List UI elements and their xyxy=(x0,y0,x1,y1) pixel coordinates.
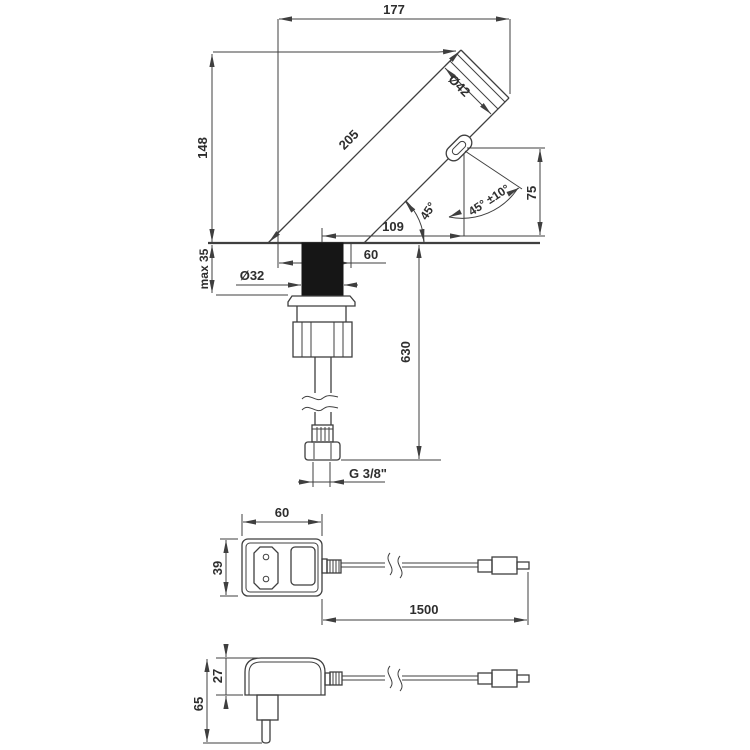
dim-max35-label: max 35 xyxy=(197,248,211,289)
dim-psu-depth: 39 xyxy=(210,538,238,597)
euro-socket-outline xyxy=(253,546,279,590)
psu-total-height-label: 65 xyxy=(191,697,206,711)
plug-base xyxy=(256,694,279,721)
dim-32-label: Ø32 xyxy=(240,268,265,283)
dim-thread: G 3/8" xyxy=(298,462,387,487)
socket-pin-hole xyxy=(262,553,270,561)
plug-tip xyxy=(516,674,530,683)
dim-hose-length: 630 xyxy=(341,245,441,461)
cable-gland xyxy=(321,558,328,574)
dim-177-label: 177 xyxy=(383,2,405,17)
dim-psu-total-height: 65 xyxy=(191,659,262,744)
plug-sleeve xyxy=(477,559,493,573)
psu-depth-label: 39 xyxy=(210,561,225,575)
dim-overall-height: 148 xyxy=(195,49,457,242)
mounting-shaft-assembly xyxy=(287,242,356,461)
dim-148-label: 148 xyxy=(195,137,210,159)
dim-shaft-diameter: Ø32 xyxy=(236,268,358,288)
plug-barrel xyxy=(491,556,518,575)
dim-109-label: 109 xyxy=(382,219,404,234)
break-line xyxy=(397,555,403,579)
psu-width-label: 60 xyxy=(275,505,289,520)
dim-205-label: 205 xyxy=(336,127,362,153)
threaded-shaft xyxy=(301,242,344,297)
dim-60-label: 60 xyxy=(364,247,378,262)
break-line xyxy=(301,395,339,401)
break-line xyxy=(301,406,339,412)
plug-tip xyxy=(516,561,530,570)
base-flange xyxy=(287,295,356,307)
faucet-body: 205 xyxy=(267,49,510,244)
faucet-main-view: 177 148 205 xyxy=(195,2,545,487)
thread-label: G 3/8" xyxy=(349,466,387,481)
psu-body-height-label: 27 xyxy=(210,669,225,683)
cable-length-label: 1500 xyxy=(410,602,439,617)
dim-psu-body-height: 27 xyxy=(210,644,258,709)
dim-deck-thickness: max 35 xyxy=(197,245,288,296)
dim-sensor-height: 75 xyxy=(322,149,545,237)
plug-pin xyxy=(261,719,271,744)
dim-overall-width: 177 xyxy=(277,2,511,268)
dim-body-diameter: Ø42 xyxy=(444,67,492,115)
break-line xyxy=(397,668,403,692)
socket-pin-hole xyxy=(262,575,270,583)
break-line xyxy=(387,552,393,576)
plug-sleeve xyxy=(477,672,493,685)
plug-barrel xyxy=(491,669,518,688)
break-line xyxy=(387,665,393,689)
psu-body-side xyxy=(244,657,326,696)
dim-cable-length: 1500 xyxy=(321,572,529,625)
dim-42-label: Ø42 xyxy=(445,72,473,100)
body-angle-label: 45° xyxy=(417,199,439,222)
dim-630-label: 630 xyxy=(398,341,413,363)
mounting-nut xyxy=(292,321,353,358)
hose-collar xyxy=(311,424,334,443)
power-supply-side-view: 27 65 xyxy=(191,644,530,744)
power-supply-top-view: 60 39 1500 xyxy=(210,505,530,625)
hose-hex-nut xyxy=(304,441,341,461)
cable-gland xyxy=(324,672,331,686)
dim-75-label: 75 xyxy=(524,186,539,200)
psu-label-area xyxy=(290,546,316,586)
dim-psu-width: 60 xyxy=(241,505,323,536)
dim-spout-reach: 109 xyxy=(321,219,463,242)
